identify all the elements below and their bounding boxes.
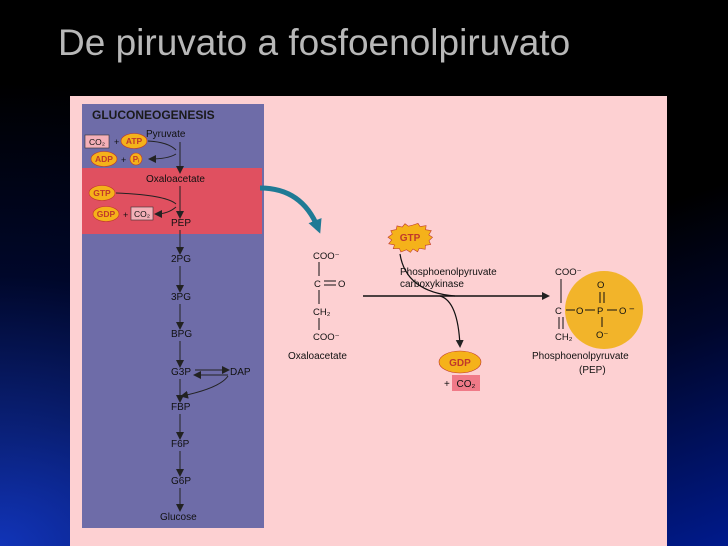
oaa-oxygen: O	[338, 279, 345, 290]
pathway-panel	[82, 104, 264, 528]
intermediate-oxaloacetate: Oxaloacetate	[146, 174, 205, 185]
oaa-coo-bottom: COO⁻	[313, 332, 340, 343]
gtp-label: GTP	[400, 233, 421, 244]
gdp-badge	[438, 350, 482, 374]
adp-out-curve	[148, 153, 177, 163]
intermediate-glucose: Glucose	[160, 512, 197, 523]
atp-in-curve	[147, 140, 177, 151]
gtp-badge-small	[88, 185, 116, 201]
gtp-in-arrow	[399, 253, 456, 297]
phosphate-circle	[565, 271, 643, 349]
gdp-label-small: GDP	[97, 209, 116, 219]
gdp-out-curve	[154, 206, 177, 218]
intermediate-g3p: G3P	[171, 367, 191, 378]
plus-sign: +	[121, 155, 126, 165]
pep-o-top: O	[597, 280, 604, 291]
intermediate-2pg: 2PG	[171, 254, 191, 265]
gdp-label: GDP	[449, 358, 471, 369]
plus-sign: +	[444, 379, 450, 390]
oaa-ch2: CH₂	[313, 307, 331, 318]
gtp-label-small: GTP	[93, 188, 111, 198]
zoom-connector-arrow	[259, 185, 322, 234]
intermediate-3pg: 3PG	[171, 292, 191, 303]
intermediate-pep: PEP	[171, 218, 191, 229]
slide-title: De piruvato a fosfoenolpiruvato	[58, 22, 571, 63]
plus-sign: +	[123, 210, 128, 220]
intermediate-f6p: F6P	[171, 439, 190, 450]
enzyme-name-line2: carboxykinase	[400, 279, 464, 290]
pep-charge-right: −	[629, 304, 635, 315]
intermediate-fbp: FBP	[171, 402, 191, 413]
atp-badge	[120, 133, 148, 149]
adp-badge	[90, 151, 118, 167]
intermediate-pyruvate: Pyruvate	[146, 129, 186, 140]
pep-coo-top: COO⁻	[555, 267, 582, 278]
pathway-diagram: GLUCONEOGENESIS CO₂ + ATP ADP + Pᵢ GTP G…	[82, 104, 643, 528]
pi-badge	[129, 152, 143, 166]
pep-phosphorus: P	[597, 306, 603, 317]
dap-to-fbp-arrow	[180, 375, 229, 399]
adp-label: ADP	[95, 154, 113, 164]
gdp-out-arrow	[439, 295, 464, 348]
enzyme-name-line1: Phosphoenolpyruvate	[400, 267, 497, 278]
oaa-carbon: C	[314, 279, 321, 290]
gtp-starburst	[387, 223, 433, 253]
co2-label: CO₂	[89, 137, 105, 147]
pep-o-bottom: O⁻	[596, 330, 608, 341]
intermediate-g6p: G6P	[171, 476, 191, 487]
intermediate-dap: DAP	[230, 367, 251, 378]
pathway-heading: GLUCONEOGENESIS	[92, 108, 215, 122]
oaa-coo-top: COO⁻	[313, 251, 340, 262]
gtp-in-curve	[115, 192, 177, 205]
pep-o-right: O	[619, 306, 626, 317]
gluconeogenesis-figure: GLUCONEOGENESIS CO₂ + ATP ADP + Pᵢ GTP G…	[70, 96, 667, 546]
co2-box	[84, 134, 110, 149]
co2-box-small	[130, 206, 154, 221]
pep-name-line2: (PEP)	[579, 365, 606, 376]
atp-label: ATP	[126, 136, 143, 146]
oaa-name: Oxaloacetate	[288, 351, 347, 362]
gdp-badge-small	[92, 206, 120, 222]
co2-product-label: CO₂	[457, 379, 476, 390]
co2-product-box	[452, 375, 480, 391]
pep-name-line1: Phosphoenolpyruvate	[532, 351, 629, 362]
pep-o-left: O	[576, 306, 583, 317]
pep-carbon: C	[555, 306, 562, 317]
pi-label: Pᵢ	[133, 155, 139, 164]
intermediate-bpg: BPG	[171, 329, 192, 340]
pep-ch2: CH₂	[555, 332, 573, 343]
co2-label-small: CO₂	[134, 209, 150, 219]
plus-sign: +	[114, 137, 119, 147]
